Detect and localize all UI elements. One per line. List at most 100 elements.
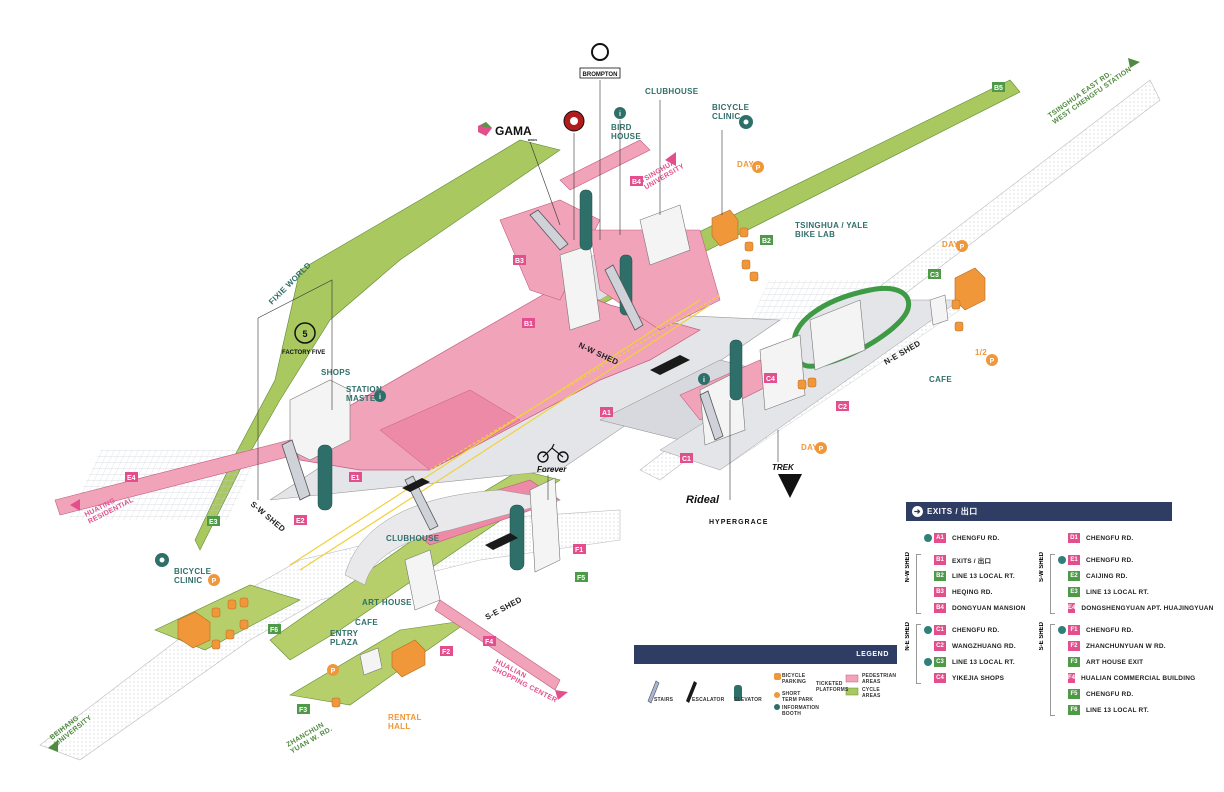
- exit-destination: DONGSHENGYUAN APT. HUAJINGYUAN: [1081, 604, 1214, 612]
- legend-panel: LEGEND STAIRS ESCALATOR ELEVATOR BICYCLE…: [634, 645, 897, 717]
- leader-lines: [257, 80, 779, 500]
- arrow-w-icon: [70, 499, 80, 511]
- svg-text:BIKES: BIKES: [528, 138, 537, 142]
- short-term-park-icon: [774, 692, 780, 698]
- svg-text:i: i: [379, 394, 381, 401]
- exit-code-badge: A1: [934, 533, 946, 543]
- cycle-area-icon: [845, 687, 859, 696]
- legend-ticketed-platforms: TICKETED PLATFORMS: [816, 681, 849, 693]
- exit-code-badge: E2: [1068, 571, 1080, 581]
- svg-text:C3: C3: [930, 272, 939, 279]
- svg-text:C4: C4: [766, 376, 775, 383]
- svg-text:B2: B2: [762, 238, 771, 245]
- exit-destination: HUALIAN COMMERCIAL BUILDING: [1081, 674, 1196, 682]
- parking-icon: [208, 574, 220, 586]
- parking-icon: [815, 442, 827, 454]
- exit-code-badge: F5: [1068, 689, 1080, 699]
- svg-text:P: P: [756, 165, 761, 172]
- arrow-se-icon: [555, 690, 568, 700]
- label-half: 1/2: [975, 348, 987, 357]
- exit-destination: CAIJING RD.: [1086, 572, 1128, 580]
- exit-code-badge: E3: [1068, 587, 1080, 597]
- svg-text:P: P: [212, 578, 217, 585]
- exit-destination: EXITS / 出口: [952, 558, 992, 565]
- orange-structures: [177, 209, 986, 678]
- round-badge-logo: [563, 110, 585, 132]
- label-art-house: ART HOUSE: [362, 598, 412, 607]
- svg-text:B3: B3: [515, 258, 524, 265]
- exit-destination: LINE 13 LOCAL RT.: [1086, 706, 1149, 714]
- exit-code-badge: F1: [1068, 625, 1080, 635]
- exits-title-bar: ➜ EXITS / 出口: [906, 502, 1172, 521]
- exit-destination: LINE 13 LOCAL RT.: [1086, 588, 1149, 596]
- elevator-icon: [924, 534, 932, 542]
- exit-code-badge: F3: [1068, 657, 1080, 667]
- bike-parking-cylinders: [211, 227, 964, 708]
- svg-text:B4: B4: [632, 179, 641, 186]
- parking-icon: [327, 664, 339, 676]
- arrow-n-icon: [665, 152, 676, 166]
- label-clubhouse-top: CLUBHOUSE: [645, 87, 699, 96]
- legend-escalator: ESCALATOR: [692, 697, 725, 703]
- buildings: [289, 204, 949, 676]
- sw-shed-label: S-W SHED: [249, 500, 287, 534]
- exit-destination: CHENGFU RD.: [1086, 556, 1134, 564]
- stairs-escalators: [281, 209, 724, 531]
- arrow-right-icon: ➜: [912, 506, 923, 518]
- exit-destination: WANGZHUANG RD.: [952, 642, 1016, 650]
- exit-destination: DONGYUAN MANSION: [952, 604, 1026, 612]
- info-icon: [374, 390, 386, 402]
- exit-code-badge: C3: [934, 657, 946, 667]
- legend-pedestrian-areas: PEDESTRIAN AREAS: [862, 673, 897, 685]
- track-lines: [289, 294, 721, 571]
- svg-text:E2: E2: [296, 518, 305, 525]
- exit-code-badge: C1: [934, 625, 946, 635]
- svg-text:GAMA: GAMA: [495, 124, 532, 138]
- info-booths: [374, 107, 710, 402]
- exit-destination: ART HOUSE EXIT: [1086, 658, 1144, 666]
- label-cafe-left: CAFE: [355, 618, 378, 627]
- svg-text:C1: C1: [682, 456, 691, 463]
- parking-icon: [752, 161, 764, 173]
- svg-text:P: P: [331, 668, 336, 675]
- svg-text:F1: F1: [575, 547, 583, 554]
- svg-text:F2: F2: [442, 649, 450, 656]
- elevator-icon: [1058, 626, 1066, 634]
- exits-title: EXITS / 出口: [927, 507, 978, 516]
- pink-concourse: [54, 139, 781, 691]
- exit-destination: CHENGFU RD.: [1086, 690, 1134, 698]
- exit-code-badge: C2: [934, 641, 946, 651]
- legend-title: LEGEND: [634, 645, 897, 664]
- svg-text:B5: B5: [994, 85, 1003, 92]
- legend-icons: [647, 673, 859, 710]
- exit-code-badge: E1: [1068, 555, 1080, 565]
- arrow-ne-icon: [1128, 58, 1140, 68]
- svg-text:FACTORY FIVE: FACTORY FIVE: [282, 350, 325, 356]
- information-booth-icon: [774, 704, 780, 710]
- exit-destination: YIKEJIA SHOPS: [952, 674, 1005, 682]
- svg-text:5: 5: [302, 329, 307, 339]
- label-day-1: DAY: [737, 160, 754, 169]
- exit-destination: ZHANCHUNYUAN W RD.: [1086, 642, 1166, 650]
- se-shed-label: S-E SHED: [484, 595, 524, 622]
- exit-destination: LINE 13 LOCAL RT.: [952, 572, 1015, 580]
- label-shops: SHOPS: [321, 368, 351, 377]
- svg-text:P: P: [819, 446, 824, 453]
